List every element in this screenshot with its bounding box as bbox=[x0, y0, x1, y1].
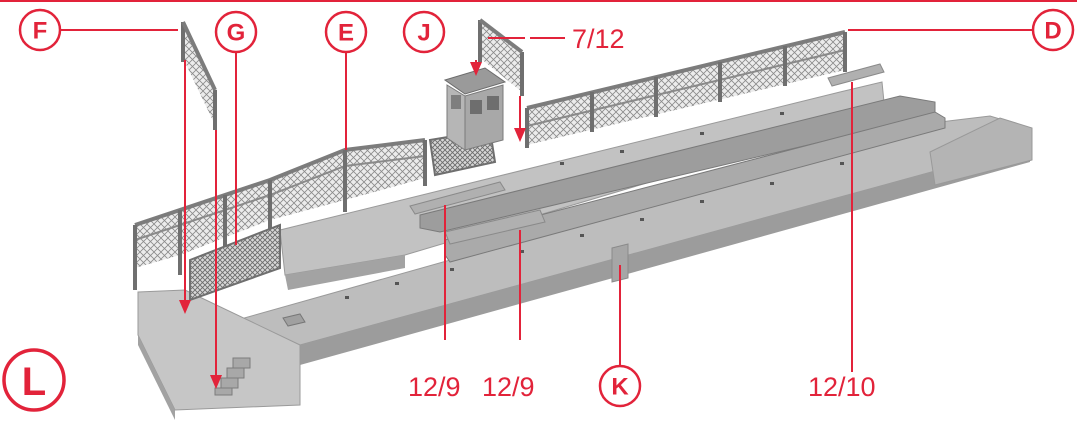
lower-platform-front bbox=[300, 145, 1030, 365]
staircase bbox=[214, 357, 251, 396]
fence-right-rail bbox=[526, 30, 846, 110]
svg-text:F: F bbox=[33, 18, 48, 45]
bench-block-mid bbox=[444, 209, 546, 245]
svg-text:E: E bbox=[338, 20, 354, 47]
booth bbox=[443, 67, 507, 151]
svg-text:K: K bbox=[611, 374, 629, 401]
callout-g: G bbox=[214, 10, 258, 54]
left-step-front bbox=[138, 335, 175, 420]
callout-j: J bbox=[402, 10, 446, 54]
part-number-12-9-right: 12/9 bbox=[482, 372, 535, 402]
small-box bbox=[282, 313, 306, 327]
svg-text:G: G bbox=[227, 20, 246, 47]
svg-text:D: D bbox=[1044, 18, 1061, 45]
arrowheads bbox=[179, 62, 526, 389]
svg-text:L: L bbox=[22, 360, 46, 404]
part-number-12-9-left: 12/9 bbox=[408, 372, 461, 402]
part-number-12-10: 12/10 bbox=[808, 372, 876, 402]
fence-right-posts bbox=[525, 32, 847, 148]
bench-block-left bbox=[409, 181, 506, 215]
fences bbox=[133, 18, 847, 302]
fence-piece-7-12 bbox=[478, 18, 524, 96]
callout-l: L bbox=[2, 348, 66, 412]
bench-block-right bbox=[827, 63, 885, 87]
svg-text:J: J bbox=[417, 20, 430, 47]
deck-markings bbox=[345, 112, 844, 299]
fence-left-rail bbox=[134, 138, 426, 227]
leader-lines bbox=[60, 29, 1033, 375]
part-number-7-12: 7/12 bbox=[572, 24, 625, 54]
callout-e: E bbox=[324, 10, 368, 54]
upper-deck-front bbox=[285, 255, 405, 290]
arrow-g-down bbox=[210, 375, 222, 389]
callout-d: D bbox=[1031, 8, 1075, 52]
callout-f: F bbox=[18, 8, 62, 52]
arrow-f-down bbox=[179, 300, 191, 314]
fence-gate-left bbox=[189, 223, 281, 302]
pillar-k bbox=[611, 243, 629, 283]
callout-k: K bbox=[598, 364, 642, 408]
arrow-top-piece bbox=[470, 62, 482, 76]
right-ramp bbox=[929, 117, 1033, 186]
arrow-booth-post bbox=[514, 128, 526, 142]
top-border-line bbox=[0, 0, 1077, 2]
platform-model bbox=[137, 63, 1033, 420]
fence-piece-f bbox=[181, 21, 217, 130]
fence-left-mesh bbox=[135, 140, 425, 268]
